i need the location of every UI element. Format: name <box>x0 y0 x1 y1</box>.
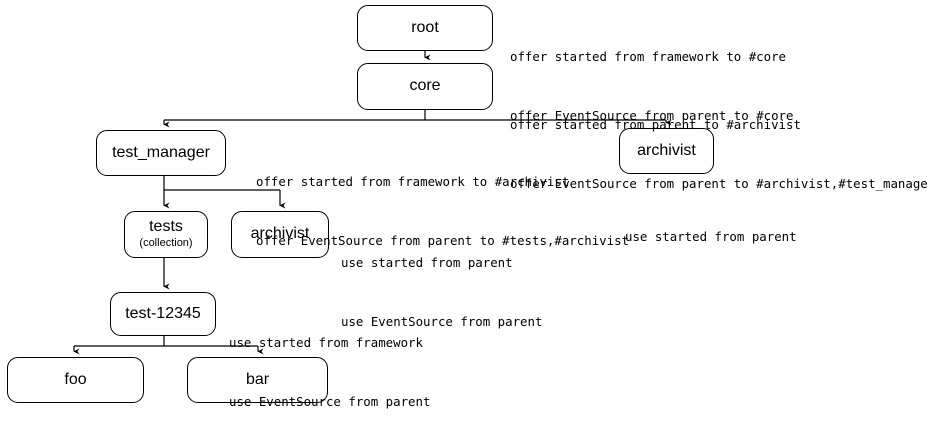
annotation-line: use EventSource from parent <box>341 313 543 329</box>
node-sublabel: (collection) <box>139 237 193 250</box>
node-tests[interactable]: tests (collection) <box>124 211 208 258</box>
node-root[interactable]: root <box>357 5 493 51</box>
annotation-line: offer EventSource from parent to #archiv… <box>510 175 927 191</box>
node-label: tests <box>149 218 183 236</box>
annotation-line: use started from parent <box>341 255 513 270</box>
node-label: foo <box>64 370 87 388</box>
node-bar[interactable]: bar <box>187 357 328 403</box>
annotation-line: use EventSource from parent <box>229 393 431 409</box>
node-test-12345[interactable]: test-12345 <box>110 292 216 336</box>
annotation-test-12345: use started from framework use EventSour… <box>229 294 430 423</box>
annotation-line: offer started from framework to #core <box>510 49 787 64</box>
annotation-line: use started from parent <box>625 229 797 244</box>
node-label: archivist <box>637 141 696 159</box>
node-label: test_manager <box>112 143 210 161</box>
node-foo[interactable]: foo <box>7 357 144 403</box>
annotation-line: offer started from parent to #archivist <box>510 117 801 132</box>
node-archivist-mid[interactable]: archivist <box>231 211 329 258</box>
annotation-archivist-mid: use started from parent use EventSource … <box>341 214 542 370</box>
annotation-root: offer started from framework to #core of… <box>510 8 793 164</box>
annotation-line: offer EventSource from parent to #tests,… <box>256 232 629 248</box>
node-archivist-top[interactable]: archivist <box>619 128 714 174</box>
annotation-line: use started from framework <box>229 335 423 350</box>
node-label: core <box>409 77 441 95</box>
annotation-test-manager: offer started from framework to #archivi… <box>256 133 629 289</box>
annotation-archivist-top: use started from parent <box>625 188 797 286</box>
node-label: root <box>411 18 439 36</box>
annotation-core: offer started from parent to #archivist … <box>510 76 927 232</box>
annotation-line: offer EventSource from parent to #core <box>510 107 794 123</box>
node-label: archivist <box>250 225 310 243</box>
node-core[interactable]: core <box>357 63 493 110</box>
node-label: bar <box>245 370 270 388</box>
node-label: test-12345 <box>125 304 201 322</box>
annotation-line: offer started from framework to #archivi… <box>256 174 570 189</box>
node-test-manager[interactable]: test_manager <box>96 130 226 176</box>
